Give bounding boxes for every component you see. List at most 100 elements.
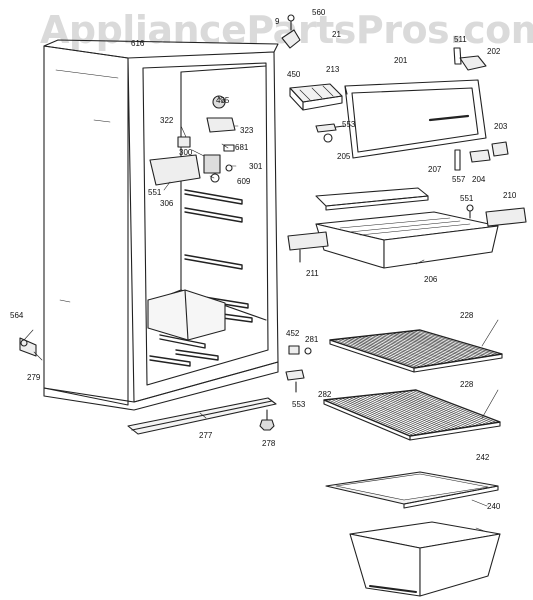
callout-228a: 228 xyxy=(460,311,474,320)
wire-rod xyxy=(398,332,482,358)
wire-rod xyxy=(343,338,428,367)
callout-681: 681 xyxy=(235,143,249,152)
callout-213: 213 xyxy=(326,65,340,74)
wire-rod xyxy=(408,390,494,424)
wire-rod xyxy=(402,331,486,357)
wire-rod xyxy=(385,333,469,360)
wire-rod xyxy=(409,330,493,356)
wire-rod xyxy=(353,337,438,365)
callout-21: 21 xyxy=(332,30,341,39)
shelf-support-parts xyxy=(285,345,312,393)
wire-rod xyxy=(405,390,490,424)
callout-203: 203 xyxy=(494,122,508,131)
callout-205: 205 xyxy=(337,152,351,161)
door-latch-parts xyxy=(315,123,345,143)
callout-452: 452 xyxy=(286,329,300,338)
callout-322: 322 xyxy=(160,116,174,125)
wire-rod xyxy=(344,397,432,434)
callout-204: 204 xyxy=(472,175,486,184)
wire-rod xyxy=(334,398,421,435)
callout-609: 609 xyxy=(237,177,251,186)
wire-rod xyxy=(373,394,459,429)
callout-557: 557 xyxy=(452,175,466,184)
wire-rod xyxy=(336,338,422,368)
callout-281: 281 xyxy=(305,335,319,344)
wire-shelf-lower-rods xyxy=(327,390,497,436)
cabinet-body xyxy=(43,39,279,411)
callout-282: 282 xyxy=(318,390,332,399)
wire-rod xyxy=(380,393,466,428)
wire-rod xyxy=(371,335,455,362)
callout-553b: 553 xyxy=(292,400,306,409)
wire-rod xyxy=(405,331,489,357)
hinge-parts-top xyxy=(281,14,487,71)
base-grille xyxy=(127,397,277,435)
leveling-leg xyxy=(259,409,275,431)
interior-shelf-rails xyxy=(149,189,253,367)
callout-306: 306 xyxy=(160,199,174,208)
control-assembly xyxy=(149,95,236,186)
callout-211: 211 xyxy=(306,269,319,278)
wire-shelf-upper xyxy=(329,329,503,373)
callout-279: 279 xyxy=(27,373,41,382)
wire-rod xyxy=(394,392,480,426)
callout-450: 450 xyxy=(287,70,301,79)
wire-rod xyxy=(362,395,449,431)
wire-rod xyxy=(369,394,456,430)
callout-202: 202 xyxy=(487,47,501,56)
wire-rod xyxy=(388,333,472,360)
solid-shelf xyxy=(325,471,499,509)
wire-shelf-lower xyxy=(323,389,501,441)
callout-201: 201 xyxy=(394,56,408,65)
wire-rod xyxy=(348,397,435,433)
wire-rod xyxy=(341,397,428,434)
wire-rod xyxy=(374,334,459,362)
wire-rod xyxy=(333,339,418,368)
callout-240: 240 xyxy=(487,502,501,511)
crisper-drawer xyxy=(349,521,501,597)
freezer-door xyxy=(344,79,487,159)
door-hinge-lower xyxy=(454,141,509,171)
callout-210: 210 xyxy=(503,191,517,200)
callout-435: 435 xyxy=(216,96,230,105)
wire-rod xyxy=(387,392,473,427)
wire-rod xyxy=(337,398,425,435)
callout-9: 9 xyxy=(275,17,280,26)
wire-rod xyxy=(360,336,445,364)
wire-rod xyxy=(366,395,452,430)
wire-rod xyxy=(392,332,476,359)
callout-242: 242 xyxy=(476,453,490,462)
callout-323: 323 xyxy=(240,126,254,135)
wire-rod xyxy=(327,399,414,436)
wire-rod xyxy=(364,335,449,363)
callout-560: 560 xyxy=(312,8,326,17)
wire-rod xyxy=(350,337,435,366)
callout-551a: 551 xyxy=(148,188,162,197)
wire-rod xyxy=(398,391,483,425)
wire-rod xyxy=(412,330,496,356)
wire-rod xyxy=(355,396,442,432)
wire-rod xyxy=(359,395,445,431)
callout-616: 616 xyxy=(131,39,145,48)
wire-rod xyxy=(390,392,477,427)
cabinet-bottom-hump xyxy=(147,289,226,341)
wire-rod xyxy=(376,393,463,429)
callout-228b: 228 xyxy=(460,380,474,389)
front-leveler-left xyxy=(19,337,37,357)
drip-tray-frame xyxy=(315,187,429,211)
wire-rod xyxy=(347,337,432,366)
chiller-rail-right xyxy=(466,204,527,227)
chiller-rail-left xyxy=(287,231,329,263)
callout-300: 300 xyxy=(179,148,193,157)
callout-564: 564 xyxy=(10,311,24,320)
callout-278: 278 xyxy=(262,439,276,448)
chiller-tray xyxy=(315,211,499,269)
callout-301: 301 xyxy=(249,162,263,171)
callout-207: 207 xyxy=(428,165,442,174)
wire-rod xyxy=(330,398,418,436)
ice-tray xyxy=(289,83,343,111)
wire-rod xyxy=(401,391,487,425)
wire-rod xyxy=(383,393,470,428)
